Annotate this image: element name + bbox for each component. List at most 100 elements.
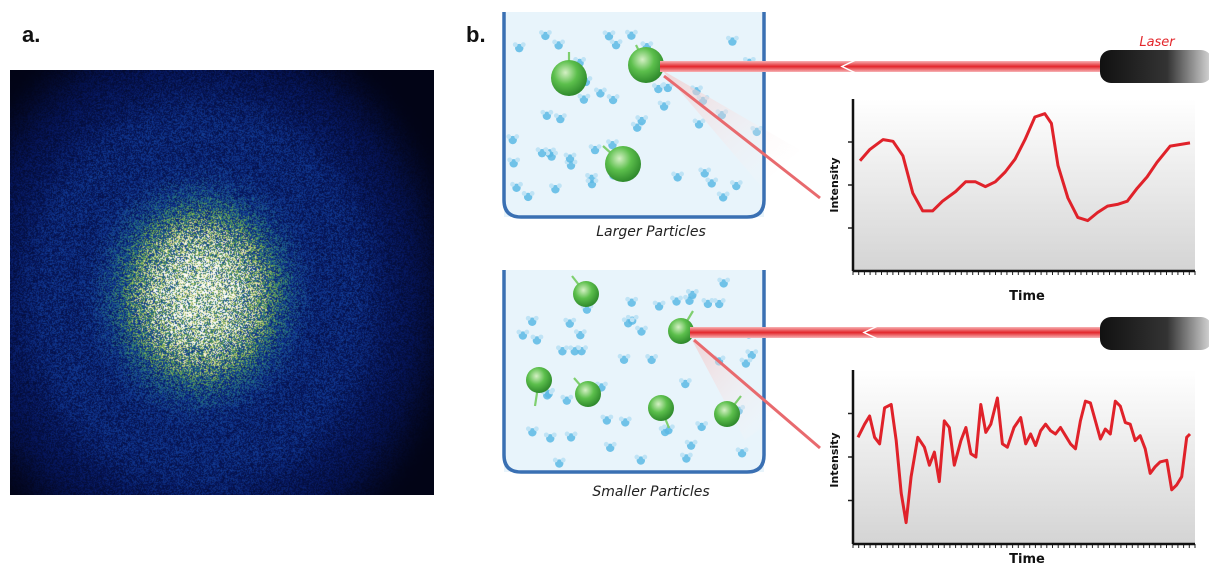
top-molecule-atom [529, 191, 535, 196]
top-molecule-atom [521, 191, 527, 196]
bottom-molecules [516, 277, 759, 468]
top-particle [551, 60, 587, 96]
bottom-molecule-atom [670, 295, 675, 301]
bottom-beaker [502, 270, 766, 474]
bottom-molecule [717, 277, 731, 288]
top-molecule [661, 82, 675, 93]
top-molecule-atom [706, 167, 712, 173]
bottom-molecule-atom [625, 314, 631, 320]
top-molecule-atom [507, 157, 513, 163]
panel-b-label: b. [466, 22, 486, 47]
top-molecule-atom [588, 144, 594, 150]
top-row: Laser Larger Particles Intensity Time [502, 12, 1209, 304]
bottom-laser-beam [690, 327, 1105, 338]
bottom-molecule [652, 300, 666, 311]
top-x-axis-label: Time [1009, 289, 1045, 304]
top-molecule [553, 113, 567, 124]
bottom-particle [575, 381, 601, 407]
bottom-molecule-atom [600, 414, 606, 420]
bottom-molecule [552, 457, 566, 468]
bottom-molecule-atom [739, 357, 745, 363]
bottom-molecule [670, 295, 683, 306]
bottom-molecule-atom [568, 345, 574, 351]
top-molecule-atom [700, 118, 706, 124]
top-molecule-atom [596, 144, 602, 150]
bottom-molecule-atom [679, 452, 685, 458]
bottom-molecule-atom [524, 329, 530, 335]
top-molecule-atom [737, 180, 743, 185]
bottom-molecule-atom [564, 345, 569, 351]
bottom-molecule-atom [701, 298, 707, 303]
bottom-molecule [525, 315, 539, 326]
bottom-particle [714, 401, 740, 427]
bottom-molecule-atom [725, 277, 731, 283]
bottom-molecule-atom [533, 315, 539, 321]
bottom-molecule [568, 345, 582, 356]
bottom-scattered-beam [693, 338, 821, 450]
top-molecule-atom [609, 39, 615, 45]
top-molecule [671, 171, 684, 182]
top-molecule-atom [515, 157, 521, 163]
bottom-molecule-atom [660, 300, 666, 306]
top-molecule-atom [548, 109, 554, 115]
top-molecule-atom [553, 113, 559, 118]
bottom-particle [573, 281, 599, 307]
top-molecule [725, 35, 739, 46]
bottom-molecule-atom [603, 381, 608, 387]
bottom-molecule-atom [525, 426, 531, 432]
top-laser-device [1100, 50, 1209, 83]
top-molecule-atom [514, 134, 520, 139]
bottom-caption: Smaller Particles [592, 484, 709, 500]
top-molecule-atom [543, 147, 549, 153]
top-molecule [552, 39, 566, 50]
top-molecule-atom [633, 29, 638, 35]
bottom-molecule-atom [743, 447, 749, 453]
bottom-molecule-atom [717, 277, 723, 283]
top-molecule-atom [540, 109, 546, 115]
bottom-x-axis-label: Time [1009, 552, 1045, 567]
bottom-molecule-atom [720, 298, 726, 303]
bottom-molecule-atom [543, 432, 549, 438]
top-molecule [635, 115, 649, 126]
bottom-molecule-atom [621, 317, 627, 323]
bottom-molecule [739, 357, 753, 368]
top-molecule-atom [518, 181, 523, 187]
bottom-beam-arrow [862, 323, 883, 342]
top-particle [628, 47, 664, 83]
top-molecule-atom [640, 41, 646, 47]
bottom-molecule-atom [678, 295, 683, 301]
bottom-molecule-atom [653, 354, 659, 359]
top-particles [551, 44, 664, 182]
top-molecule-atom [679, 171, 684, 177]
bottom-molecule-atom [633, 314, 639, 320]
top-molecule-atom [692, 118, 698, 124]
bottom-molecule [556, 345, 569, 356]
bottom-molecule-atom [538, 334, 544, 340]
bottom-molecule [621, 317, 635, 328]
top-molecule-atom [665, 100, 671, 106]
top-molecule [510, 181, 523, 193]
top-molecule-atom [553, 150, 559, 156]
bottom-molecule-atom [629, 317, 635, 323]
bottom-molecule [645, 354, 659, 365]
top-molecule-atom [617, 39, 623, 45]
speckle-canvas [10, 70, 434, 495]
bottom-molecule-atom [720, 355, 726, 361]
bottom-molecule [679, 452, 693, 463]
bottom-molecule [662, 424, 675, 435]
bottom-molecule-atom [617, 353, 623, 359]
bottom-molecule-atom [686, 378, 692, 383]
top-beam-arrow [840, 57, 861, 76]
top-beaker [502, 12, 766, 219]
bottom-molecule-atom [685, 289, 691, 294]
top-molecule-atom [535, 147, 541, 153]
top-molecule-atom [506, 134, 512, 139]
top-molecule-atom [729, 180, 735, 185]
top-molecule-atom [546, 30, 552, 35]
bottom-intensity-trace [856, 396, 1192, 525]
bottom-molecule-atom [695, 421, 701, 426]
bottom-molecule-atom [678, 378, 684, 383]
top-molecule [538, 30, 552, 41]
bottom-molecule-atom [753, 349, 759, 355]
top-molecule-atom [625, 29, 630, 35]
